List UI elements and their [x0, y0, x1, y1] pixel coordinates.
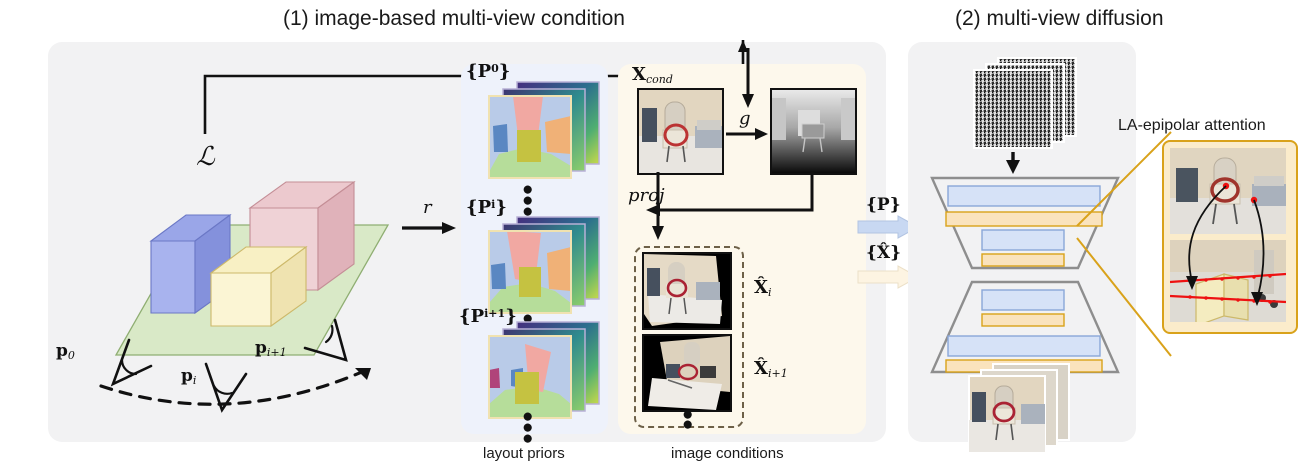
layout-priors-caption: layout priors: [483, 445, 565, 462]
epipolar-title: LA-epipolar attention: [1118, 117, 1266, 134]
prior-stack-0: [488, 81, 600, 179]
warped-label-i: X̂i: [754, 277, 772, 299]
warped-view-i1: [642, 334, 732, 412]
warped-view-i: [642, 252, 732, 330]
camera-pi: [204, 362, 248, 413]
prior-label-0: {P0}: [466, 61, 511, 82]
camera-label-pi: pi: [181, 366, 197, 387]
cond-down-arrow: [742, 48, 754, 108]
noise-to-unet-arrow: [1006, 152, 1020, 174]
proj-label: proj: [628, 185, 665, 206]
render-arrow-label: r: [423, 197, 432, 218]
camera-label-p0: p0: [56, 341, 75, 362]
image-conditions-caption: image conditions: [671, 445, 784, 462]
loss-symbol: ℒ: [196, 142, 215, 172]
depth-map-image: [770, 88, 857, 175]
scene-3d: [99, 180, 390, 413]
warped-ellipsis: ●●: [682, 404, 694, 435]
depth-arrow: [726, 128, 768, 140]
camera-pi1: [303, 318, 348, 362]
prior-stack-i1: [488, 321, 600, 419]
noise-latent-stack: [972, 57, 1082, 150]
prior-token-label: {P}: [866, 195, 901, 215]
cond-image: [637, 88, 724, 175]
camera-p0: [110, 338, 153, 387]
unet-encoder: [930, 176, 1120, 270]
prior-ellipsis-0: ●●●: [522, 179, 534, 222]
camera-label-pi1: pi+1: [255, 338, 287, 359]
epipolar-callout-lines: [1076, 131, 1172, 357]
epipolar-source-view: [1170, 148, 1286, 234]
camera-trajectory: [99, 366, 373, 406]
warped-label-i1: X̂i+1: [754, 358, 788, 380]
prior-ellipsis-i1: ●●●: [522, 406, 534, 449]
warped-views-group: [634, 246, 744, 428]
depth-fn-label: g: [739, 108, 751, 129]
section-2-title: (2) multi-view diffusion: [955, 7, 1164, 30]
image-token-label: {X̂}: [866, 243, 902, 263]
yellow-box: [209, 245, 308, 328]
render-arrow: [402, 222, 456, 234]
section-1-title: (1) image-based multi-view condition: [283, 7, 625, 30]
prior-label-i: {Pi}: [466, 197, 507, 218]
generated-views-stack: [965, 363, 1075, 456]
cond-image-label: Xcond: [632, 64, 673, 86]
proj-path: [646, 172, 814, 240]
prior-stack-i: [488, 216, 600, 314]
epipolar-correspondence-arrows: [1186, 185, 1265, 306]
prior-label-i1: {Pi+1}: [459, 306, 517, 327]
